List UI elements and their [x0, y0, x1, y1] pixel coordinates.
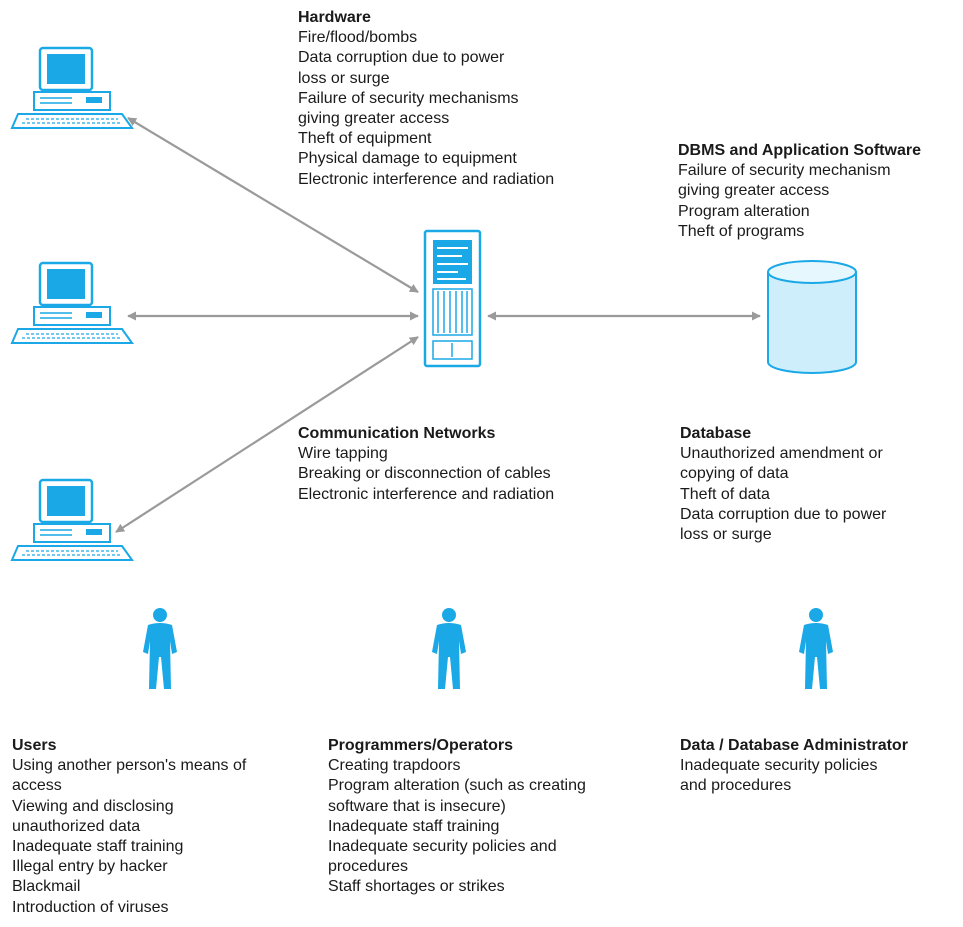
users-item: Blackmail [12, 878, 81, 896]
dbms-heading: DBMS and Application Software [678, 142, 921, 159]
dbms-item: Failure of security mechanism [678, 162, 891, 180]
arrow-server-computer-bottom [115, 336, 419, 533]
users-item: Introduction of viruses [12, 898, 169, 916]
dbms-threats: DBMS and Application Software Failure of… [678, 141, 921, 242]
database-threats: Database Unauthorized amendment or copyi… [680, 424, 886, 545]
communication-item: Electronic interference and radiation [298, 485, 555, 503]
users-item: access [12, 777, 62, 795]
programmers-heading: Programmers/Operators [328, 737, 513, 754]
hardware-threats: Hardware Fire/flood/bombs Data corruptio… [298, 8, 554, 190]
programmers-threats: Programmers/Operators Creating trapdoors… [328, 736, 586, 898]
database-item: copying of data [680, 465, 789, 483]
users-heading: Users [12, 737, 57, 754]
hardware-item: Failure of security mechanisms [298, 89, 519, 107]
administrator-item: and procedures [680, 777, 792, 795]
administrator-item: Inadequate security policies [680, 757, 878, 775]
server-icon [423, 229, 482, 368]
programmers-item: Creating trapdoors [328, 757, 461, 775]
computer-icon [10, 46, 134, 130]
programmers-item: Staff shortages or strikes [328, 878, 505, 896]
database-heading: Database [680, 425, 752, 442]
dbms-item: Program alteration [678, 202, 810, 220]
programmers-item: Inadequate staff training [328, 817, 500, 835]
communication-threats: Communication Networks Wire tapping Brea… [298, 424, 554, 505]
hardware-item: Theft of equipment [298, 130, 432, 148]
hardware-heading: Hardware [298, 9, 371, 26]
dbms-item: giving greater access [678, 182, 830, 200]
programmers-item: software that is insecure) [328, 797, 506, 815]
hardware-item: Electronic interference and radiation [298, 170, 555, 188]
hardware-item: loss or surge [298, 69, 390, 87]
database-cylinder-icon [767, 260, 857, 374]
users-item: Using another person's means of [12, 757, 247, 775]
database-item: loss or surge [680, 526, 772, 544]
hardware-item: Data corruption due to power [298, 49, 505, 67]
programmers-item: Program alteration (such as creating [328, 777, 586, 795]
users-item: Illegal entry by hacker [12, 858, 168, 876]
computer-icon [10, 478, 134, 562]
hardware-item: Fire/flood/bombs [298, 29, 418, 47]
person-icon [799, 608, 833, 689]
programmers-item: procedures [328, 858, 409, 876]
person-icon [432, 608, 466, 689]
dbms-item: Theft of programs [678, 222, 805, 240]
administrator-heading: Data / Database Administrator [680, 737, 908, 754]
database-item: Data corruption due to power [680, 505, 887, 523]
programmers-item: Inadequate security policies and [328, 838, 557, 856]
users-threats: Users Using another person's means of ac… [12, 736, 246, 918]
communication-item: Wire tapping [298, 445, 388, 463]
computer-icon [10, 261, 134, 345]
users-item: Inadequate staff training [12, 838, 184, 856]
users-item: unauthorized data [12, 817, 141, 835]
database-item: Theft of data [680, 485, 770, 503]
communication-heading: Communication Networks [298, 425, 496, 442]
communication-item: Breaking or disconnection of cables [298, 465, 551, 483]
hardware-item: Physical damage to equipment [298, 150, 517, 168]
administrator-threats: Data / Database Administrator Inadequate… [680, 736, 908, 797]
arrow-server-computer-top [127, 117, 419, 293]
person-icon [143, 608, 177, 689]
database-item: Unauthorized amendment or [680, 445, 883, 463]
users-item: Viewing and disclosing [12, 797, 174, 815]
hardware-item: giving greater access [298, 110, 450, 128]
